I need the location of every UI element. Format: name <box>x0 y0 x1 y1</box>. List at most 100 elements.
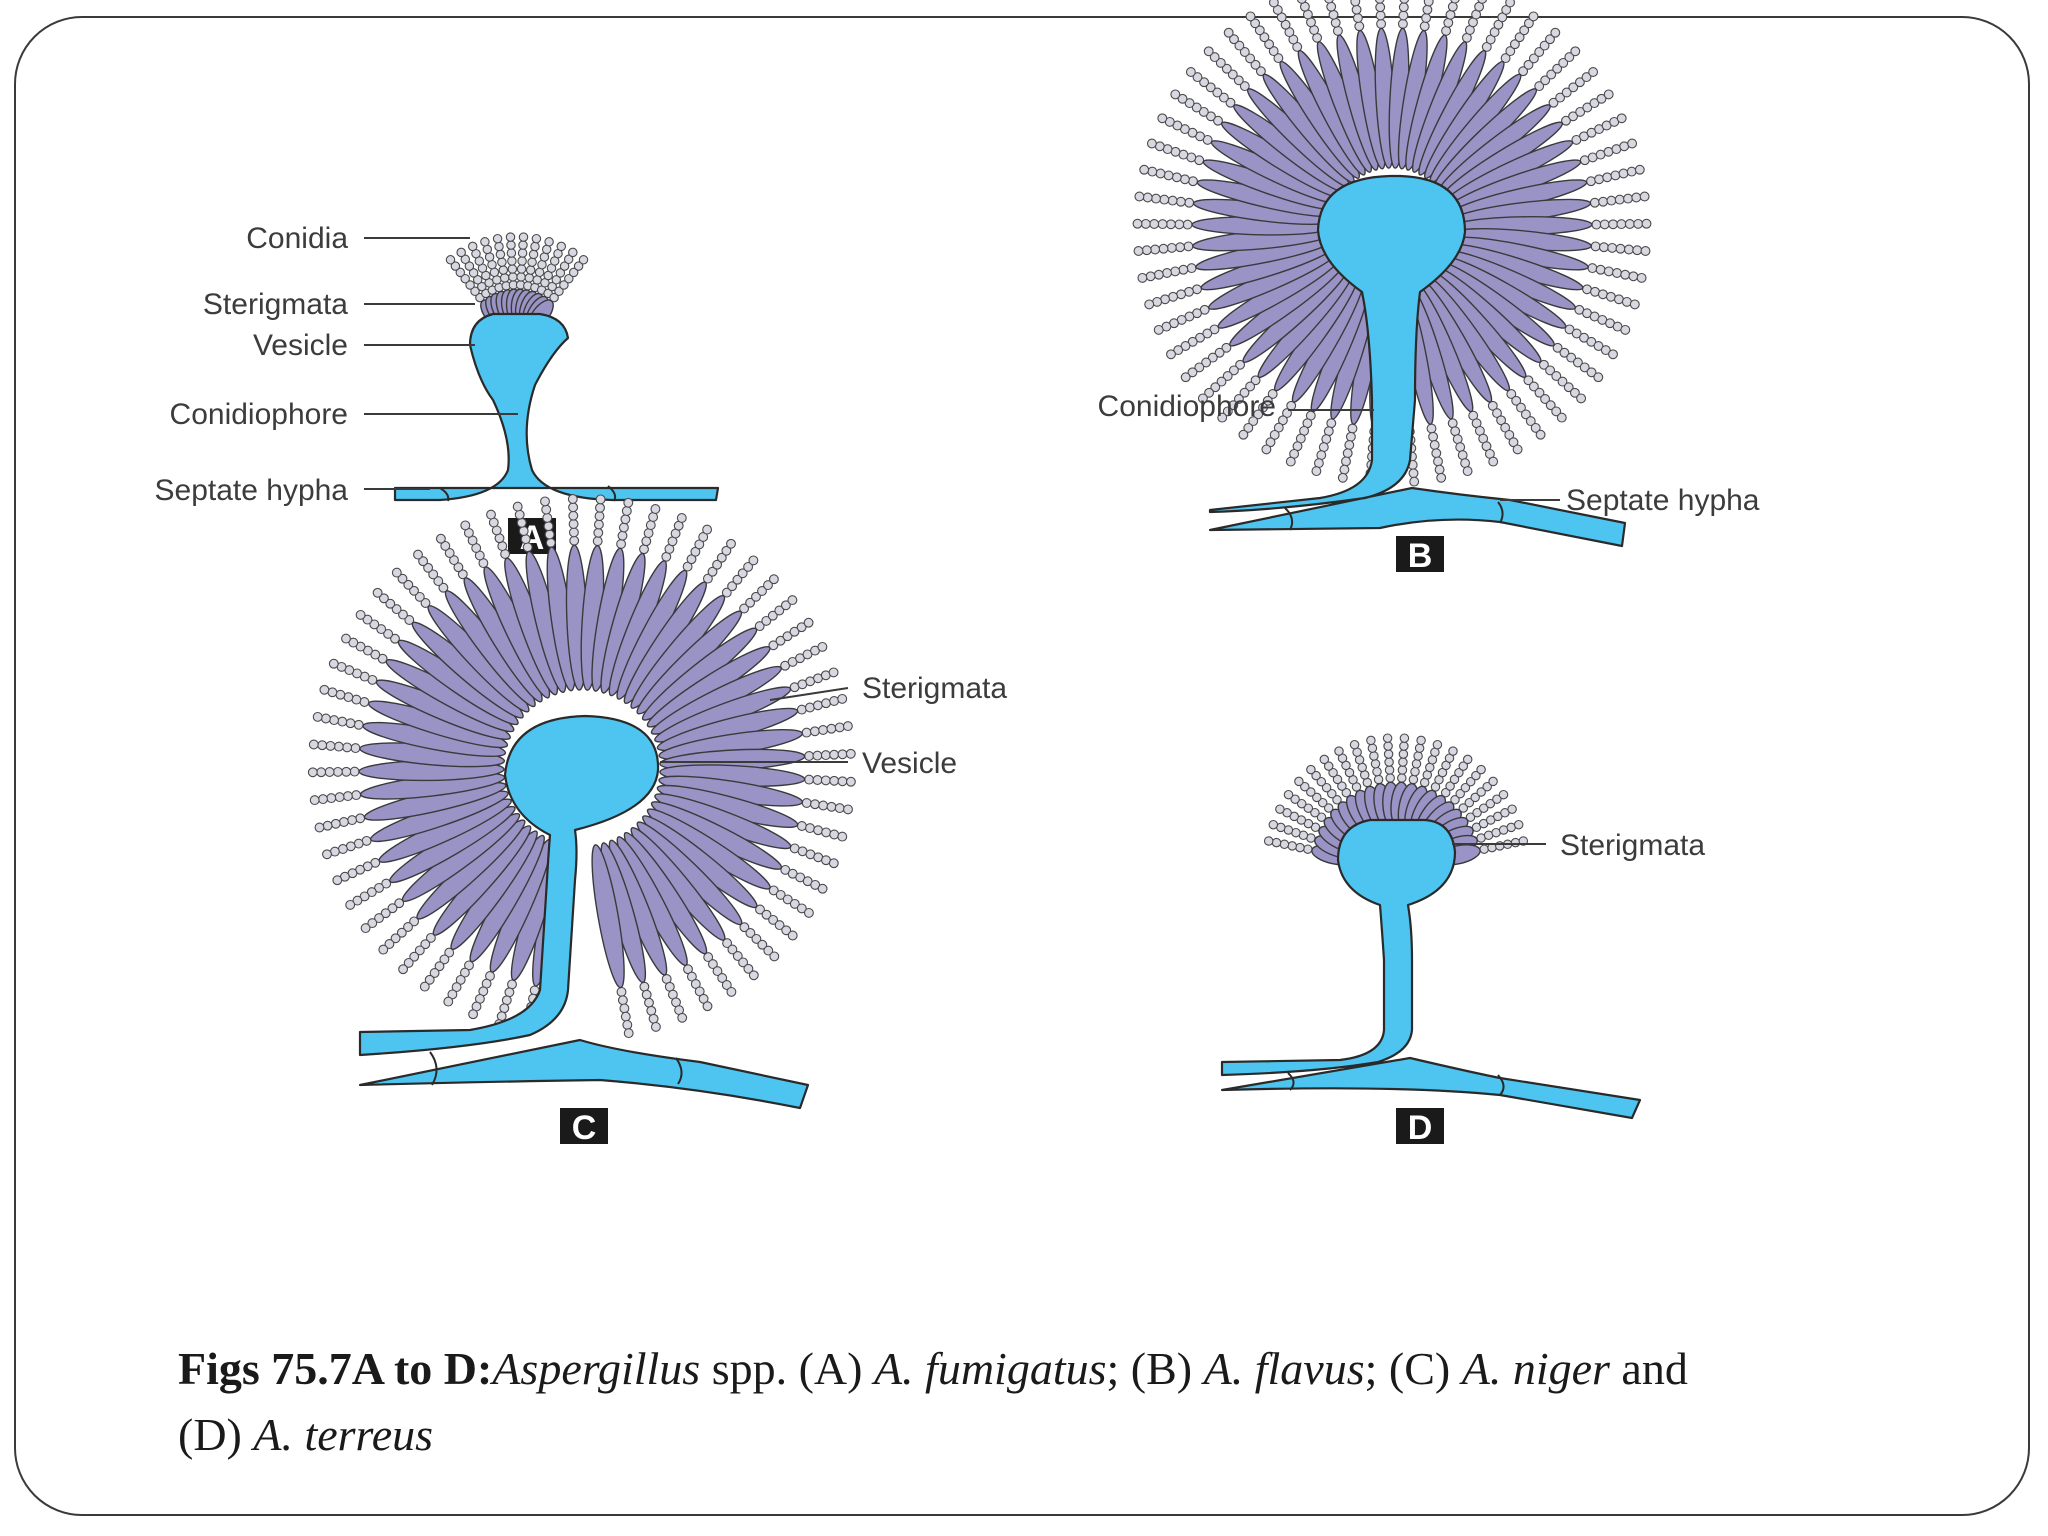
panel-c-conidium <box>703 952 714 963</box>
panel-c-conidium <box>440 540 451 551</box>
panel-b-conidium <box>1285 456 1296 467</box>
panel-d-conidium <box>1398 757 1408 767</box>
panel-c-conidium <box>384 939 395 949</box>
panel-b-conidium <box>1450 0 1460 4</box>
panel-b-conidium <box>1445 9 1456 20</box>
panel-d-conidium <box>1384 757 1394 767</box>
slide-frame <box>14 16 2030 1516</box>
panel-d-conidium <box>1458 761 1469 771</box>
panel-b-conidium <box>1139 164 1150 175</box>
panel-c-conidium <box>641 989 652 1000</box>
panel-d-conidiophore <box>1220 818 1642 1120</box>
panel-a-label-septate-hypha: Septate hypha <box>155 474 349 507</box>
panel-c-conidium <box>328 658 339 669</box>
panel-c-conidium <box>345 718 356 729</box>
panel-c-conidium <box>743 963 754 974</box>
panel-b-conidium <box>1431 448 1442 459</box>
panel-c-conidium <box>789 626 800 637</box>
panel-a-conidium <box>480 237 490 247</box>
panel-b-conidium <box>1605 291 1616 302</box>
panel-c-conidium <box>434 961 445 972</box>
panel-b-conidium <box>1588 67 1599 77</box>
panel-c-conidium <box>324 767 335 777</box>
panel-c-conidium <box>418 556 429 567</box>
panel-d-conidium <box>1445 781 1455 791</box>
panel-c-conidium <box>721 980 732 990</box>
panel-d-conidium <box>1488 776 1498 787</box>
panel-b-conidium <box>1606 195 1617 206</box>
panel-b-conidium <box>1268 0 1279 8</box>
panel-b-conidium <box>1209 52 1220 63</box>
panel-b-conidium <box>1627 138 1638 149</box>
panel-d-conidium <box>1372 766 1382 777</box>
panel-b-conidium <box>1273 422 1284 433</box>
panel-c-conidium <box>622 1019 633 1030</box>
panel-b-conidium <box>1612 268 1622 278</box>
panel-b-conidium <box>1185 67 1196 77</box>
panel-c-conidium <box>774 605 785 616</box>
panel-d-conidium <box>1334 746 1344 756</box>
panel-a-conidium <box>506 240 516 250</box>
panel-b-conidium <box>1546 69 1557 80</box>
panel-c-conidium <box>355 813 366 824</box>
panel-b-conidium <box>1545 400 1556 411</box>
panel-b-conidium <box>1339 464 1350 475</box>
panel-a-conidium <box>498 265 509 275</box>
panel-b-conidium <box>1140 218 1151 229</box>
panel-d-conidium <box>1268 819 1279 830</box>
panel-b-conidium <box>1234 40 1245 51</box>
panel-b-conidium <box>1149 219 1160 229</box>
panel-d-conidium <box>1287 841 1297 851</box>
panel-c-conidium <box>468 1009 479 1020</box>
panel-b-conidium <box>1545 34 1555 45</box>
panel-b-conidium <box>1344 440 1355 450</box>
panel-a-conidium <box>470 286 480 297</box>
panel-c-conidium <box>829 775 840 786</box>
panel-d-conidium <box>1479 844 1489 854</box>
panel-d-conidium <box>1465 812 1476 822</box>
panel-d-conidium <box>1383 749 1394 759</box>
panel-c-conidium <box>721 545 732 556</box>
panel-b-conidium <box>1575 106 1586 117</box>
panel-b-letter-box <box>1396 536 1444 572</box>
panel-b-conidium <box>1600 345 1611 356</box>
panel-b-conidium <box>1506 389 1517 399</box>
panel-c-conidium <box>789 898 800 909</box>
panel-b-conidium <box>1564 324 1575 335</box>
panel-c-conidium <box>646 1005 657 1016</box>
panel-c-conidium <box>391 567 402 578</box>
panel-b-conidium <box>1228 365 1239 376</box>
panel-c-conidium <box>322 849 332 860</box>
panel-c-conidium <box>805 823 815 834</box>
panel-c-conidium <box>820 750 831 761</box>
panel-c-sterigma <box>591 844 625 989</box>
panel-c-conidium <box>414 945 425 956</box>
panel-b-conidium <box>1441 25 1452 36</box>
panel-b-conidium <box>1505 0 1516 8</box>
panel-c-conidium <box>385 598 396 609</box>
panel-a-conidium <box>495 249 506 260</box>
panel-c-conidium <box>359 891 370 902</box>
panel-b-conidium <box>1551 371 1562 381</box>
panel-c-conidium <box>796 903 807 914</box>
panel-b-conidium <box>1538 359 1549 370</box>
panel-c-conidium <box>438 582 449 593</box>
panel-d-letter-box <box>1396 1108 1444 1144</box>
panel-c-conidium <box>796 821 807 831</box>
panel-d-conidium <box>1454 767 1464 778</box>
panel-b-label-conidiophore: Conidiophore <box>1098 390 1276 423</box>
panel-b-conidium <box>1550 27 1561 38</box>
panel-b-conidium <box>1316 450 1327 461</box>
panel-c-conidium <box>650 1021 661 1032</box>
panel-b-conidium <box>1182 219 1193 230</box>
panel-b-conidium <box>1422 4 1433 15</box>
panel-c-conidium <box>592 536 603 547</box>
panel-b-conidium <box>1199 77 1210 88</box>
panel-b-conidium <box>1457 450 1468 461</box>
panel-b-conidium <box>1614 194 1625 205</box>
panel-a-conidium <box>445 255 456 265</box>
panel-c-conidium <box>334 792 345 803</box>
panel-c-conidium <box>619 1003 630 1014</box>
panel-b-septum-left <box>1284 507 1294 531</box>
panel-a-conidium <box>516 264 527 274</box>
